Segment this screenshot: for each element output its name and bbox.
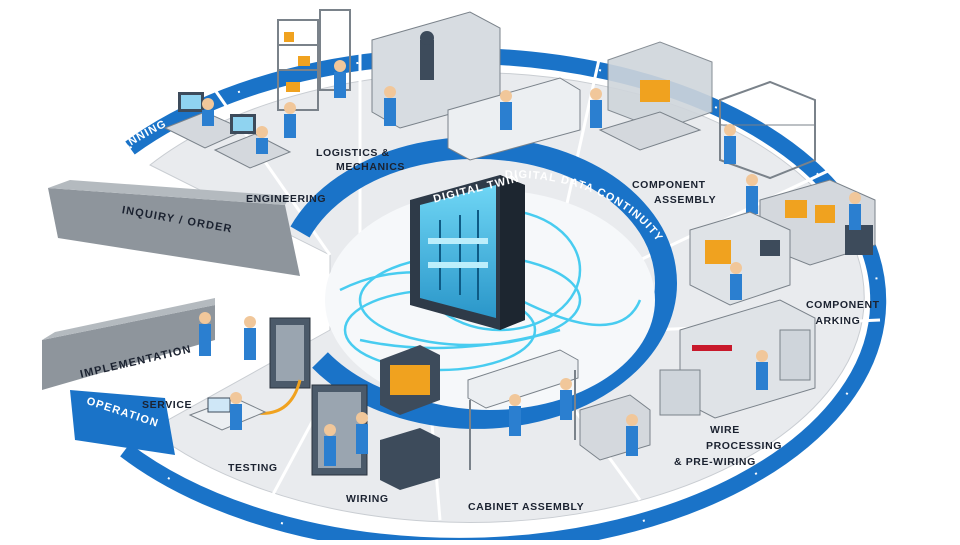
wire-processing-station [659,299,816,419]
label-component-assembly-2: ASSEMBLY [654,194,716,206]
label-component-assembly-1: COMPONENT [632,179,706,191]
operation-band [70,390,175,455]
phase-planning: PLANNING [105,118,169,163]
label-logistics-1: LOGISTICS & [316,147,390,159]
label-testing: TESTING [228,462,278,474]
component-assembly-station [590,41,713,151]
label-engineering: ENGINEERING [246,193,326,205]
label-component-marking-1: COMPONENT [806,299,880,311]
testing-service-station [188,312,311,431]
label-component-marking-2: MARKING [806,315,860,327]
storage-shelf-icon [277,19,319,111]
label-wiring: WIRING [346,493,389,505]
cabinet-assembly-station [467,349,651,470]
digital-twin-cabinet [410,175,525,330]
logistics-station [277,9,351,138]
machine-icon [640,80,670,102]
worker-icon [202,98,214,110]
laptop-icon [207,397,231,413]
mechanics-station [371,11,581,161]
component-marking-station [689,211,791,306]
inquiry-order-band [48,180,300,276]
label-cabinet-assembly: CABINET ASSEMBLY [468,501,584,513]
phase-planning-text: PLANNING [105,118,168,163]
label-service: SERVICE [142,399,192,411]
wiring-station [311,345,440,490]
engineering-station [163,92,292,169]
label-wire-2: PROCESSING [706,440,782,452]
implementation-band [42,298,215,390]
label-logistics-2: MECHANICS [336,161,405,173]
robot-arm-icon [420,40,434,80]
label-wire-3: & PRE-WIRING [674,456,756,468]
label-wire-1: WIRE [710,424,740,436]
